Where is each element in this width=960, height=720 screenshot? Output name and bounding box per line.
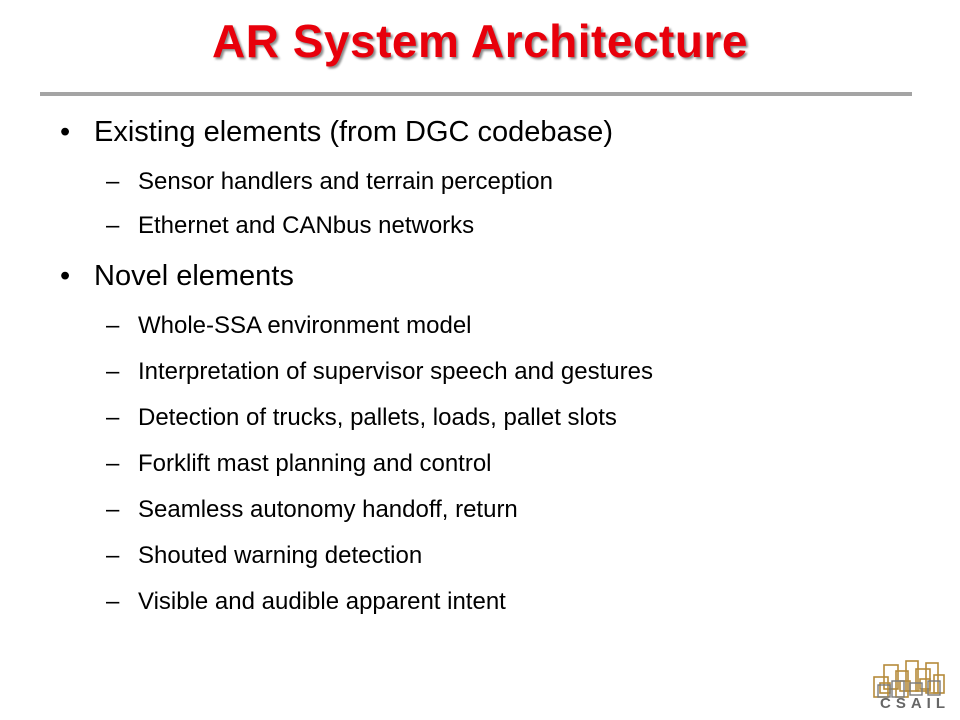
dash-glyph: – bbox=[106, 404, 120, 431]
sub-bullet-text: Sensor handlers and terrain perception bbox=[138, 168, 553, 195]
bullet-item: • Existing elements (from DGC codebase) bbox=[60, 116, 613, 149]
dash-glyph: – bbox=[106, 588, 120, 615]
sub-bullet-text: Detection of trucks, pallets, loads, pal… bbox=[138, 404, 617, 431]
slide-title: AR System Architecture bbox=[212, 15, 748, 67]
sub-bullet-text: Shouted warning detection bbox=[138, 542, 423, 569]
dash-glyph: – bbox=[106, 496, 120, 523]
bullet-item: • Novel elements bbox=[60, 260, 294, 293]
sub-bullet-text: Seamless autonomy handoff, return bbox=[138, 496, 518, 523]
sub-bullet-item: –Sensor handlers and terrain perception bbox=[106, 168, 553, 196]
sub-bullet-text: Forklift mast planning and control bbox=[138, 450, 492, 477]
sub-bullet-item: –Detection of trucks, pallets, loads, pa… bbox=[106, 404, 617, 432]
sub-bullet-text: Whole-SSA environment model bbox=[138, 312, 472, 339]
sub-bullet-item: –Seamless autonomy handoff, return bbox=[106, 496, 518, 524]
bullet-text: Novel elements bbox=[94, 260, 294, 292]
title-divider bbox=[40, 92, 912, 96]
sub-bullet-item: –Ethernet and CANbus networks bbox=[106, 212, 474, 240]
sub-bullet-item: –Interpretation of supervisor speech and… bbox=[106, 358, 653, 386]
dash-glyph: – bbox=[106, 358, 120, 385]
bullet-glyph: • bbox=[60, 116, 71, 148]
sub-bullet-text: Interpretation of supervisor speech and … bbox=[138, 358, 653, 385]
sub-bullet-item: –Forklift mast planning and control bbox=[106, 450, 492, 478]
dash-glyph: – bbox=[106, 212, 120, 239]
sub-bullet-text: Ethernet and CANbus networks bbox=[138, 212, 475, 239]
bullet-text: Existing elements (from DGC codebase) bbox=[94, 116, 613, 148]
sub-bullet-item: –Shouted warning detection bbox=[106, 542, 422, 570]
dash-glyph: – bbox=[106, 312, 120, 339]
dash-glyph: – bbox=[106, 542, 120, 569]
csail-logo-icon bbox=[873, 660, 945, 698]
sub-bullet-item: –Whole-SSA environment model bbox=[106, 312, 472, 340]
sub-bullet-text: Visible and audible apparent intent bbox=[138, 588, 506, 615]
dash-glyph: – bbox=[106, 450, 120, 477]
csail-logo-text: CSAIL bbox=[880, 695, 950, 712]
bullet-glyph: • bbox=[60, 260, 71, 292]
dash-glyph: – bbox=[106, 168, 120, 195]
sub-bullet-item: –Visible and audible apparent intent bbox=[106, 588, 506, 616]
